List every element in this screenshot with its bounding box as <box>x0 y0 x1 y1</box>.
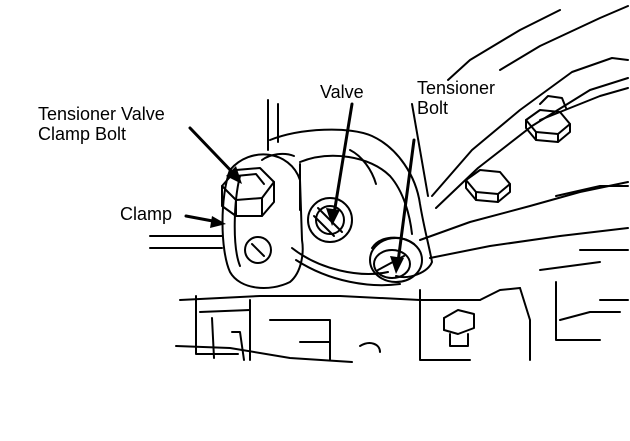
engine-cover <box>411 5 629 259</box>
clamp-bolt-arrowhead <box>226 166 242 184</box>
clamp-bolt-arrow <box>188 126 238 178</box>
tensioner-bolt-label-line1: Tensioner <box>417 78 496 98</box>
clamp-bolt-label-line1: Tensioner Valve <box>38 104 165 124</box>
lower-bolt-part <box>443 309 475 347</box>
clamp-arrowhead <box>210 216 226 228</box>
valve-arrowhead <box>326 208 340 226</box>
hex-bolt-middle <box>465 169 511 203</box>
arrow-heads <box>210 166 404 274</box>
tensioner-bolt-arrow <box>396 138 416 264</box>
engine-block-lower <box>149 235 629 363</box>
tensioner-valve-clamp-bolt-label: Tensioner Valve Clamp Bolt <box>38 104 165 144</box>
valve-label: Valve <box>320 82 364 102</box>
hex-bolt-upper <box>525 95 571 143</box>
tensioner-bolt-label: Tensioner Bolt <box>417 78 495 118</box>
valve-arrow <box>332 102 354 216</box>
tensioner-bolt-arrowhead <box>390 256 404 274</box>
clamp-plate <box>221 152 304 289</box>
clamp-label: Clamp <box>120 204 173 224</box>
clamp-bolt-label-line2: Clamp Bolt <box>38 124 127 144</box>
tensioner-bolt-label-line2: Bolt <box>417 98 449 118</box>
tensioner-bolt-part <box>369 236 423 283</box>
